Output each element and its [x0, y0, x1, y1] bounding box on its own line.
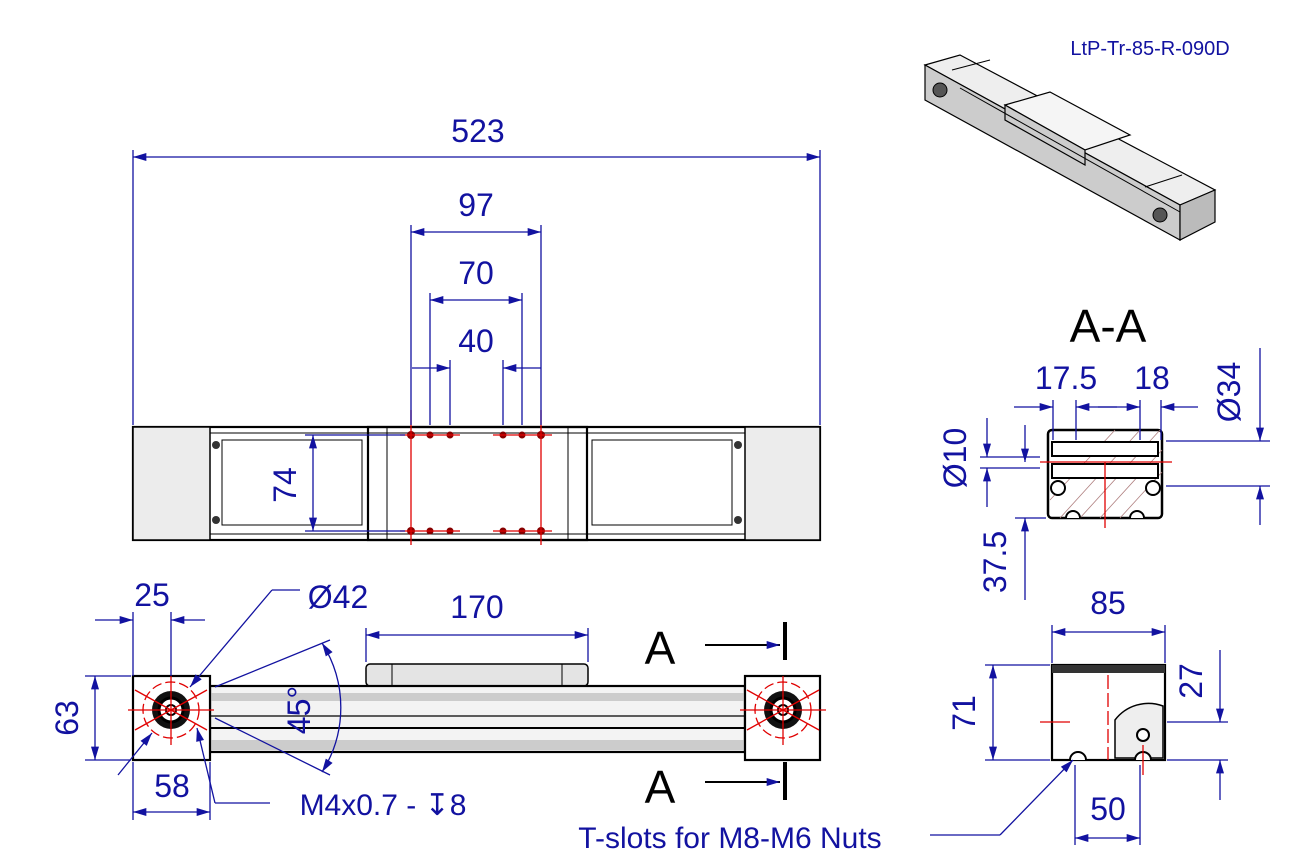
dim-end-width: 58 [154, 768, 190, 804]
dim-height: 63 [49, 700, 85, 736]
part-number: LtP-Tr-85-R-090D [1070, 38, 1229, 60]
dim-carriage-width: 170 [450, 589, 503, 625]
dim-18: 18 [1134, 360, 1170, 396]
dim-end-offset: 25 [134, 577, 170, 613]
section-marker-top: A [645, 622, 676, 674]
dim-hole-spacing-vertical: 74 [267, 467, 303, 503]
tslot-note: T-slots for M8-M6 Nuts [578, 822, 881, 855]
dim-hole-spacing-outer: 70 [458, 255, 494, 291]
top-view [131, 410, 822, 545]
section-markers: A A [645, 622, 787, 813]
dim-carriage-length: 97 [458, 187, 494, 223]
dim-angle: 45° [281, 686, 317, 734]
section-title: A-A [1070, 300, 1147, 352]
top-view-dimensions [132, 150, 821, 532]
section-dimensions [980, 348, 1270, 600]
dim-overall-length: 523 [451, 113, 504, 149]
end-view-dimensions [930, 625, 1228, 845]
section-view [1040, 428, 1172, 528]
isometric-render [923, 54, 1217, 242]
front-view [128, 663, 826, 762]
dim-17-5: 17.5 [1035, 360, 1097, 396]
dim-bolt-circle: Ø42 [308, 579, 368, 615]
dim-37-5: 37.5 [977, 531, 1013, 593]
dim-slot-spacing: 50 [1090, 791, 1126, 827]
dim-27: 27 [1173, 663, 1209, 699]
dim-dia-34: Ø34 [1211, 362, 1247, 422]
dim-hole-spacing-inner: 40 [458, 323, 494, 359]
dim-end-width: 85 [1090, 585, 1126, 621]
thread-spec: M4x0.7 - ↧8 [300, 789, 467, 822]
front-view-dimensions [85, 589, 589, 820]
dim-dia-10: Ø10 [937, 428, 973, 488]
dim-end-height: 71 [946, 695, 982, 731]
section-marker-bottom: A [645, 761, 676, 813]
end-view [1040, 663, 1167, 775]
